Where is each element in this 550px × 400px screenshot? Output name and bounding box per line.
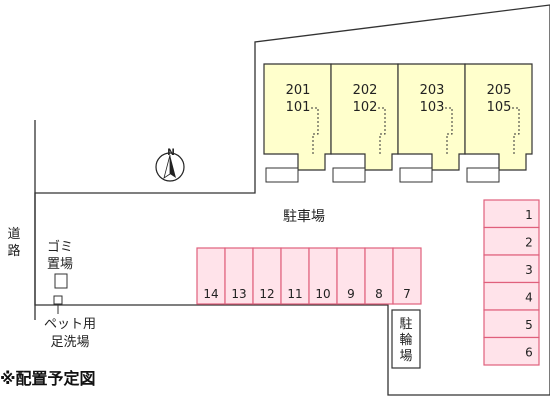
parking-space-14: 14 xyxy=(196,247,226,305)
parking-number: 4 xyxy=(525,291,533,305)
road-label-1: 道 xyxy=(7,227,20,242)
north-label: N xyxy=(167,148,175,158)
parking-space-6: 6 xyxy=(483,336,540,366)
unit-upper-label: 203 xyxy=(420,83,445,98)
parking-space-1: 1 xyxy=(483,199,540,229)
parking-space-13: 13 xyxy=(224,247,254,305)
parking-number: 11 xyxy=(287,287,302,301)
unit-lower-label: 103 xyxy=(420,100,445,115)
unit-lower-label: 101 xyxy=(286,100,311,115)
garbage-label-1: ゴミ xyxy=(47,239,73,255)
parking-number: 13 xyxy=(231,287,246,301)
bicycle-label-1: 駐 xyxy=(399,317,412,332)
pet-label-2: 足洗場 xyxy=(50,335,89,350)
parking-lot-label: 駐車場 xyxy=(283,208,325,225)
unit-upper-label: 201 xyxy=(286,83,311,98)
parking-number: 5 xyxy=(525,318,533,332)
parking-number: 6 xyxy=(525,346,533,360)
road-label-2: 路 xyxy=(7,243,20,259)
bicycle-label-3: 場 xyxy=(399,349,412,364)
unit-lower-label: 102 xyxy=(353,100,378,115)
parking-number: 1 xyxy=(525,208,533,222)
diagram-title: ※配置予定図 xyxy=(0,369,96,388)
unit-upper-label: 202 xyxy=(353,83,378,98)
unit-lower-label: 105 xyxy=(487,100,512,115)
parking-space-3: 3 xyxy=(483,254,540,284)
bicycle-parking-area xyxy=(391,309,421,369)
bicycle-label-2: 輪 xyxy=(399,332,412,348)
parking-space-8: 8 xyxy=(364,247,394,305)
parking-space-12: 12 xyxy=(252,247,282,305)
pet-foot-wash-marker xyxy=(53,295,63,305)
parking-space-10: 10 xyxy=(308,247,338,305)
garbage-bin xyxy=(54,273,68,289)
garbage-label-2: 置場 xyxy=(47,257,73,272)
parking-number: 2 xyxy=(525,236,533,250)
parking-column-right: 1 2 3 4 5 6 xyxy=(483,199,540,366)
parking-number: 9 xyxy=(347,287,355,301)
parking-row-bottom: 14 13 12 11 10 9 8 7 xyxy=(196,247,422,305)
parking-number: 8 xyxy=(375,287,383,301)
north-arrow-icon: N xyxy=(155,148,185,182)
parking-space-2: 2 xyxy=(483,226,540,256)
pet-label-1: ペット用 xyxy=(44,317,96,332)
parking-space-7: 7 xyxy=(392,247,422,305)
parking-number: 12 xyxy=(259,287,274,301)
parking-space-5: 5 xyxy=(483,309,540,339)
unit-upper-label: 205 xyxy=(487,83,512,98)
parking-space-4: 4 xyxy=(483,281,540,311)
parking-number: 10 xyxy=(315,287,330,301)
parking-number: 3 xyxy=(525,263,533,277)
parking-space-11: 11 xyxy=(280,247,310,305)
parking-space-9: 9 xyxy=(336,247,366,305)
parking-number: 14 xyxy=(203,287,218,301)
parking-number: 7 xyxy=(403,287,411,301)
